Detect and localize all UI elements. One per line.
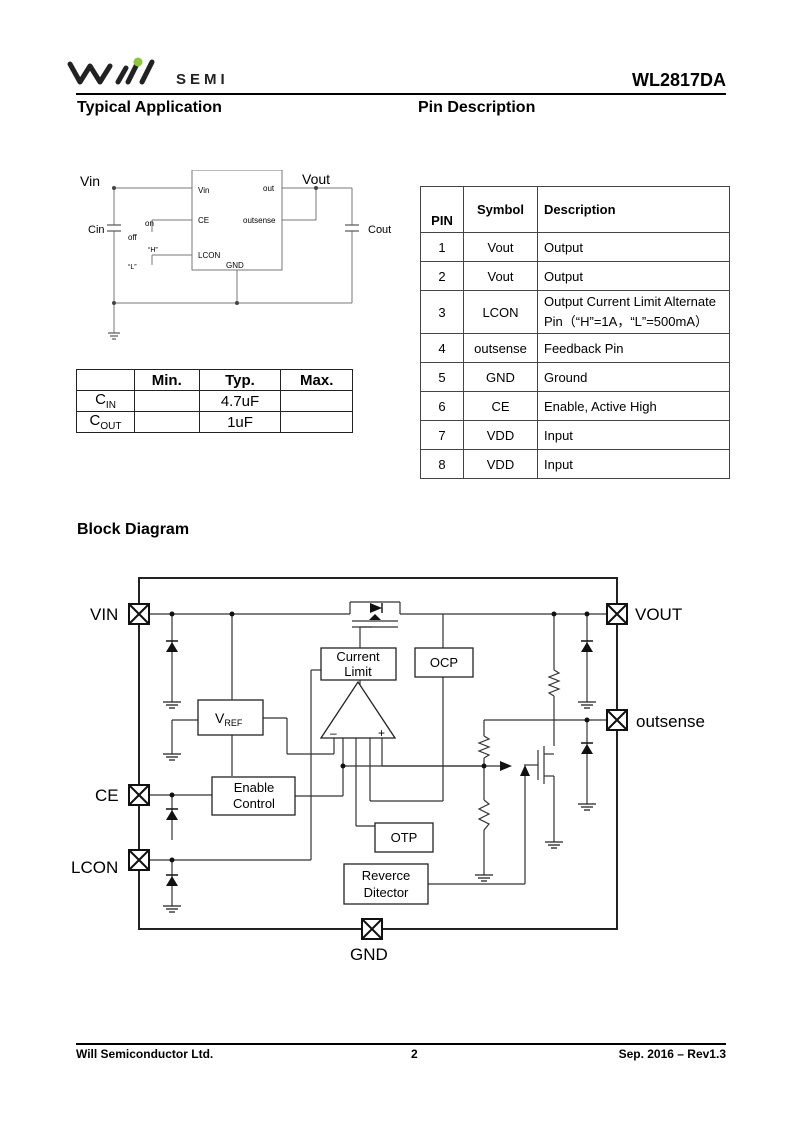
on-label: on [145, 219, 154, 228]
block-diagram-heading: Block Diagram [77, 521, 190, 538]
typical-application-heading: Typical Application [77, 99, 222, 116]
pin-description-heading: Pin Description [418, 99, 536, 116]
vref-label: VREF [215, 710, 243, 728]
vin-label: Vin [80, 173, 100, 189]
part-number: WL2817DA [631, 70, 726, 90]
ic-pin-ce: CE [198, 216, 209, 225]
reverse-label-1: Reverce [362, 868, 410, 883]
vin-pin-label: VIN [90, 605, 118, 624]
company-logo: SEMI [67, 57, 229, 88]
ocp-label: OCP [430, 655, 458, 670]
vout-pin-label: VOUT [635, 605, 682, 624]
cap-row-cin: CIN 4.7uF [76, 390, 353, 412]
otp-block [374, 822, 434, 853]
vout-label: Vout [302, 171, 330, 187]
gnd-pin [361, 918, 383, 940]
cap-header-typ: Typ. [198, 369, 282, 391]
current-limit-label-1: Current [336, 649, 380, 664]
gnd-pin-label: GND [350, 945, 388, 964]
error-amplifier [319, 680, 397, 739]
current-limit-block [320, 647, 397, 681]
header-rule [76, 93, 726, 95]
ic-pin-out: out [263, 184, 275, 193]
enable-label-1: Enable [234, 780, 274, 795]
footer-rule [76, 1043, 726, 1045]
logo-dot [133, 57, 143, 67]
lcon-pin-label: LCON [71, 858, 118, 877]
pin-header-pin: PIN [420, 186, 464, 233]
ic-pin-outsense: outsense [243, 216, 276, 225]
off-label: off [128, 233, 138, 242]
vref-block [197, 699, 264, 736]
amp-plus-label: + [378, 726, 385, 740]
footer-revision: Sep. 2016 – Rev1.3 [618, 1047, 726, 1061]
reverse-label-2: Ditector [364, 885, 409, 900]
ic-pin-lcon: LCON [198, 251, 220, 260]
vin-pin [128, 603, 150, 625]
typical-application-circuit: Vin Vout Cin Cout on off “H” “L” Vin out… [80, 170, 391, 340]
enable-label-2: Control [233, 796, 275, 811]
otp-label: OTP [391, 830, 418, 845]
ic-pin-vin: Vin [198, 186, 209, 195]
block-diagram: – + VREF Enable Control Current Limit OC… [71, 577, 705, 964]
cout-label: Cout [368, 224, 391, 236]
logo-text: SEMI [176, 71, 229, 88]
enable-control-block [211, 776, 296, 816]
cap-header-min: Min. [134, 369, 200, 391]
pin-header-description: Description [537, 186, 730, 233]
ce-pin [128, 784, 150, 806]
pin-header-symbol: Symbol [463, 186, 538, 233]
ocp-block [414, 647, 474, 678]
cap-row-cout: COUT 1uF [76, 411, 353, 433]
amp-minus-label: – [330, 726, 337, 740]
capacitor-table: Min. Typ. Max. CIN 4.7uF COUT 1uF [76, 369, 353, 433]
footer-page-number: 2 [411, 1047, 418, 1061]
vout-pin [606, 603, 628, 625]
footer-company: Will Semiconductor Ltd. [76, 1047, 214, 1061]
ce-pin-label: CE [95, 786, 119, 805]
cap-header-max: Max. [280, 369, 353, 391]
reverse-detector-block [343, 863, 429, 905]
h-label: “H” [148, 247, 158, 254]
l-label: “L” [128, 264, 137, 271]
outsense-pin [606, 709, 628, 731]
cap-header-blank [76, 369, 135, 391]
ic-pin-gnd: GND [226, 261, 244, 270]
current-limit-label-2: Limit [344, 664, 372, 679]
lcon-pin [128, 849, 150, 871]
outsense-pin-label: outsense [636, 712, 705, 731]
cin-label: Cin [88, 224, 105, 236]
